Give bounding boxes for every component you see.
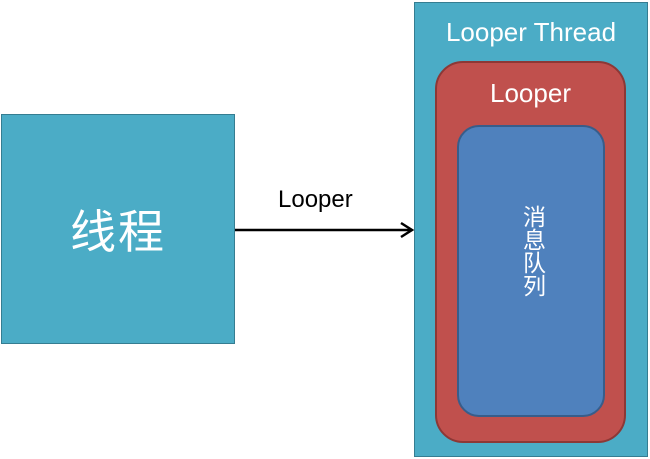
looper-thread-title: Looper Thread: [445, 17, 617, 47]
thread-box: 线程: [1, 114, 235, 344]
looper-title: Looper: [490, 78, 571, 108]
arrow-label: Looper: [278, 186, 353, 213]
arrow-head: [400, 221, 415, 239]
looper-box: Looper 消息队列: [435, 61, 626, 443]
arrow-connector: [235, 221, 415, 239]
message-queue-label: 消息队列: [518, 205, 545, 297]
message-queue-box: 消息队列: [457, 125, 605, 417]
looper-thread-box: Looper Thread Looper 消息队列: [414, 2, 648, 457]
thread-label: 线程: [70, 205, 166, 259]
